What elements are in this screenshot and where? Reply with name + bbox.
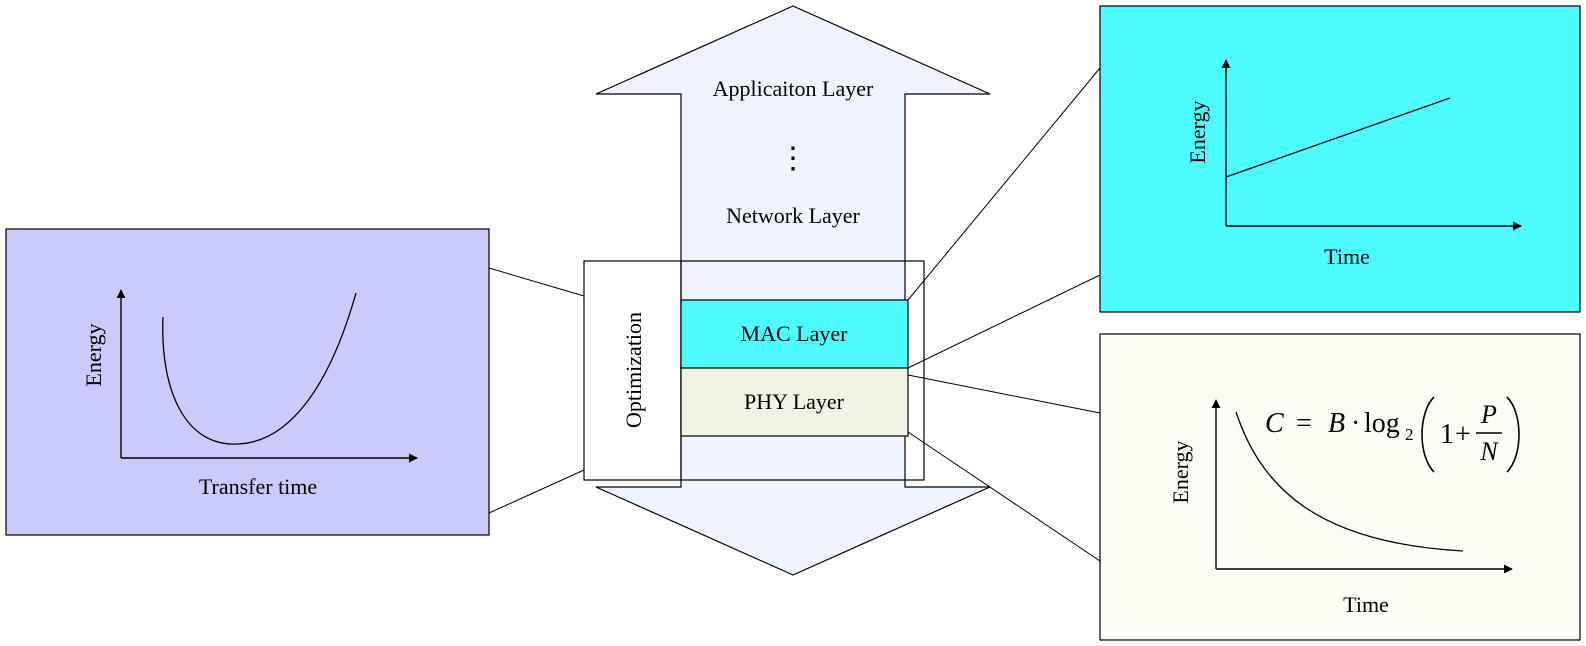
connector-left-lower: [488, 469, 585, 514]
equation-b: B: [1328, 408, 1345, 439]
connector-phy-bottom-lower: [907, 431, 1101, 562]
network-layer-label: Network Layer: [726, 203, 860, 228]
layer-ellipsis: ⋮: [778, 142, 808, 175]
optimization-frame: [583, 260, 925, 481]
mac-layer-label: MAC Layer: [741, 321, 849, 346]
connector-mac-top-lower: [907, 274, 1101, 369]
bottom-right-panel: [1099, 333, 1581, 641]
left-panel-x-label: Transfer time: [199, 474, 317, 499]
equation-right-paren: [1506, 396, 1520, 473]
equation-plus: +: [1455, 419, 1471, 450]
left-panel-curve: [162, 292, 357, 445]
bottom-right-panel-y-label: Energy: [1168, 440, 1193, 503]
equation-dot: ·: [1351, 408, 1360, 439]
connector-mac-top-upper: [907, 67, 1101, 301]
connector-left-upper: [488, 267, 585, 297]
shannon-capacity-equation: C = B · log 2 1 + P N: [1265, 396, 1520, 473]
equation-denominator: N: [1479, 437, 1499, 466]
equation-numerator: P: [1480, 400, 1497, 429]
left-panel: [5, 228, 490, 536]
equation-lhs: C: [1265, 408, 1284, 439]
phy-layer-box: [680, 367, 909, 437]
equation-left-paren: [1421, 396, 1435, 473]
mac-layer-box: [680, 299, 909, 369]
left-panel-y-label: Energy: [81, 323, 106, 386]
top-right-panel-line: [1225, 97, 1451, 178]
equation-one: 1: [1440, 419, 1454, 450]
equation-equals: =: [1296, 408, 1312, 439]
top-right-panel-y-label: Energy: [1185, 100, 1210, 163]
equation-log: log: [1364, 408, 1400, 439]
equation-log-base: 2: [1405, 425, 1414, 444]
phy-layer-label: PHY Layer: [744, 389, 845, 414]
bottom-right-panel-curve: [1235, 411, 1464, 552]
top-right-panel-x-label: Time: [1324, 244, 1370, 269]
optimization-label: Optimization: [621, 312, 646, 428]
application-layer-label: Applicaiton Layer: [713, 76, 874, 101]
top-right-panel: [1099, 5, 1581, 313]
bottom-right-panel-x-label: Time: [1343, 592, 1389, 617]
connector-phy-bottom-upper: [907, 374, 1101, 414]
